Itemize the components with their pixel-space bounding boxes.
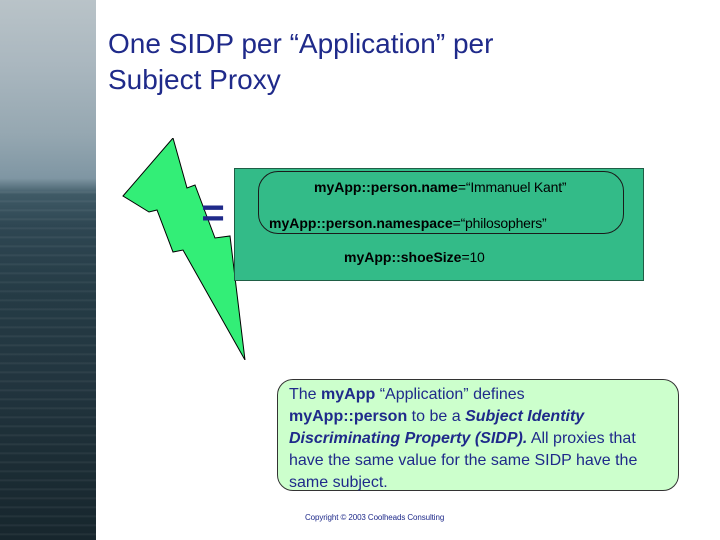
callout-app-name: myApp bbox=[321, 386, 376, 403]
subject-proxy-box bbox=[234, 168, 644, 281]
callout-text: “Application” defines bbox=[375, 386, 525, 403]
copyright-footer: Copyright © 2003 Coolheads Consulting bbox=[305, 513, 445, 522]
callout-text: The bbox=[289, 386, 322, 403]
sea-background-image bbox=[0, 0, 96, 540]
property-key: myApp::shoeSize bbox=[344, 249, 462, 265]
property-person-namespace: myApp::person.namespace=“philosophers” bbox=[269, 215, 547, 231]
slide-title: One SIDP per “Application” per Subject P… bbox=[108, 26, 668, 98]
sidp-highlight-oval bbox=[258, 171, 624, 234]
property-value: =“Immanuel Kant” bbox=[457, 179, 567, 195]
property-shoe-size: myApp::shoeSize=10 bbox=[344, 249, 485, 265]
slide-title-line-1: One SIDP per “Application” per bbox=[108, 28, 494, 59]
callout-sidp-name: myApp::person bbox=[289, 408, 408, 425]
slide-title-line-2: Subject Proxy bbox=[108, 64, 281, 95]
property-key: myApp::person.name bbox=[314, 179, 458, 195]
property-person-name: myApp::person.name=“Immanuel Kant” bbox=[314, 179, 567, 195]
lightning-bolt-icon bbox=[122, 138, 246, 360]
callout-text: All proxies that have the same value for… bbox=[289, 430, 638, 491]
property-value: =“philosophers” bbox=[452, 215, 547, 231]
property-value: =10 bbox=[461, 249, 485, 265]
callout-sidp-definition: Subject Identity Discriminating Property… bbox=[289, 408, 585, 447]
callout-text: to be a bbox=[407, 408, 466, 425]
property-key: myApp::person.namespace bbox=[269, 215, 453, 231]
equals-sign: = bbox=[201, 191, 225, 235]
